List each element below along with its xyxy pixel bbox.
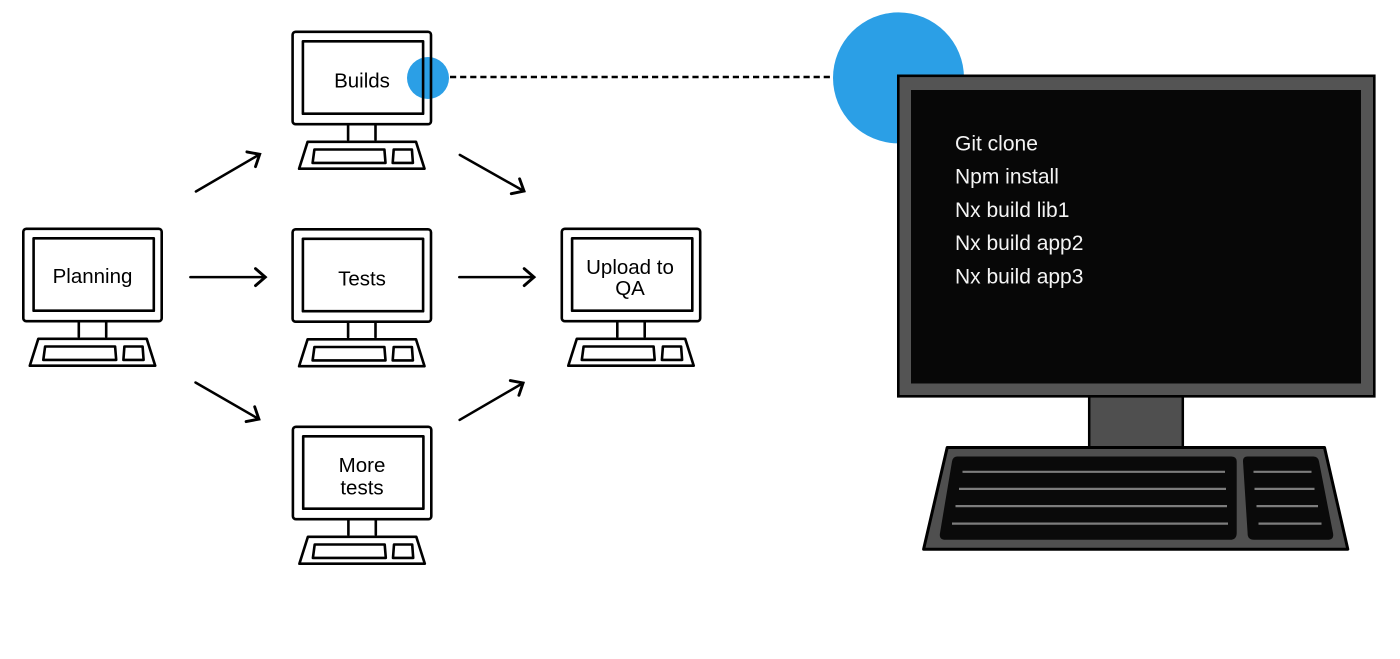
svg-text:Upload to: Upload to (586, 256, 674, 279)
svg-text:Tests: Tests (338, 268, 386, 291)
svg-text:Nx build app3: Nx build app3 (955, 265, 1083, 288)
svg-text:More: More (339, 454, 386, 477)
svg-text:QA: QA (615, 277, 645, 300)
svg-text:Npm install: Npm install (955, 166, 1059, 189)
svg-text:Git clone: Git clone (955, 133, 1038, 156)
svg-text:tests: tests (340, 477, 383, 500)
svg-text:Builds: Builds (334, 70, 390, 93)
svg-text:Nx build app2: Nx build app2 (955, 232, 1083, 255)
svg-text:Nx build lib1: Nx build lib1 (955, 199, 1069, 222)
svg-text:Planning: Planning (53, 265, 133, 288)
